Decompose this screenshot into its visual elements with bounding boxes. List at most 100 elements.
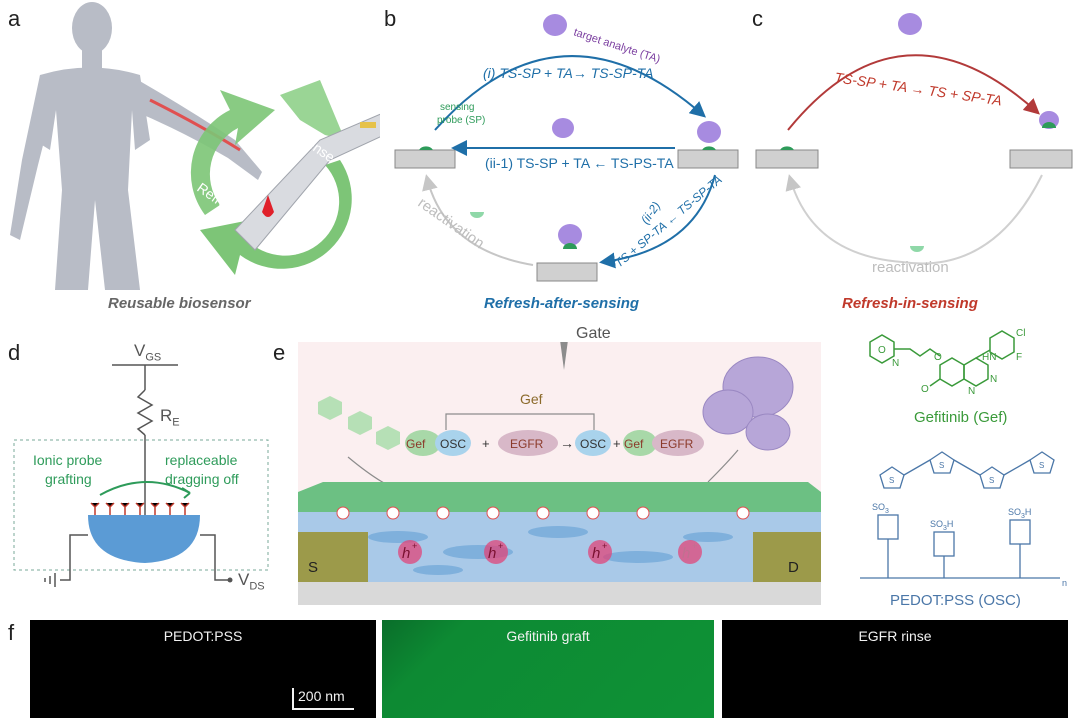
analyte-bound-right [697, 121, 721, 143]
reaction-i-label: (i) TS-SP + TA→ TS-SP-TA [483, 65, 653, 81]
probe-right [702, 146, 716, 150]
panel-e-device: Gef Gef OSC + EGFR → OSC + Gef EGFR S D … [298, 342, 821, 605]
drain-electrode [753, 532, 821, 582]
arrow-right-protein [707, 449, 739, 483]
quinazoline-n-1: N [990, 374, 997, 385]
panel-letter-d: d [8, 340, 21, 365]
grafting-label: grafting [45, 471, 92, 487]
egfr-label-2: EGFR [660, 437, 694, 451]
target-analyte-top [543, 14, 567, 36]
sensing-probe-label-2: probe (SP) [437, 115, 485, 126]
substrate-c-left [755, 149, 819, 169]
fluoro-label: F [1016, 352, 1022, 363]
ether-o: O [934, 352, 942, 363]
osc-label-1: OSC [440, 437, 466, 451]
thiophene-s-4: S [1039, 461, 1044, 470]
substrate-right [677, 149, 739, 169]
panel-letter-a: a [8, 6, 21, 31]
thiophene-s-3: S [989, 476, 994, 485]
micrograph-title-egfr: EGFR rinse [858, 628, 932, 644]
gefitinib-structure [869, 330, 1015, 387]
grafting-arrow [99, 481, 191, 496]
scalebar-tick [292, 688, 294, 708]
panel-b-diagram: target analyte (TA) sensing probe (SP) (… [394, 14, 739, 282]
osc-ellipse-1 [435, 430, 471, 456]
free-probe-reactivation [470, 212, 484, 218]
repeat-n: n [1062, 578, 1067, 588]
ionic-probe-label: Ionic probe [33, 452, 103, 468]
gef-label-2: Gef [624, 437, 644, 451]
micrograph-title-pedot: PEDOT:PSS [163, 628, 243, 644]
arrow-ii2 [599, 174, 716, 269]
vgs-label: VGS [134, 341, 162, 364]
plus-1: + [482, 436, 490, 451]
caption-refresh-after-sensing: Refresh-after-sensing [484, 295, 640, 312]
caption-refresh-in-sensing: Refresh-in-sensing [842, 295, 978, 312]
thiophene-s-2: S [939, 461, 944, 470]
blood-drop [262, 195, 274, 217]
panel-d-circuit [13, 364, 269, 587]
thiophene-s-1: S [889, 476, 894, 485]
hole-label-1: h [402, 545, 410, 562]
micrograph-egfr-rinse: EGFR rinse [722, 620, 1068, 718]
analyte-bottom [558, 224, 582, 246]
chemical-structures: O N O O HN Cl F N N Gefitinib (Gef) SO3 … [860, 328, 1067, 609]
substrate-e [298, 582, 821, 605]
substrate-left [394, 149, 456, 169]
gef-ellipse-1 [405, 430, 441, 456]
methoxy-o: O [921, 384, 929, 395]
re-label: RE [160, 406, 180, 429]
probe-c-left [780, 146, 794, 150]
substrate-bottom [536, 262, 598, 282]
free-probe-c [910, 246, 924, 252]
replaceable-label: replaceable [165, 452, 238, 468]
hole-label-3: h [592, 545, 600, 562]
hole-sup-2: + [498, 541, 503, 551]
substrate-c-right [1009, 149, 1073, 169]
graft-layer [298, 482, 821, 512]
pedot-label: PEDOT:PSS (OSC) [890, 592, 1021, 609]
arrow-reactivation [422, 174, 534, 266]
source-label: S [308, 559, 318, 576]
egfr-ellipse-1 [498, 430, 558, 456]
hole-sup-1: + [412, 541, 417, 551]
holes [398, 540, 702, 564]
panel-letter-b: b [384, 6, 397, 31]
reactivation-label-b: reactivation [415, 194, 488, 252]
analyte-released [552, 118, 574, 138]
egfr-ellipse-2 [652, 430, 704, 456]
channel-drop [88, 515, 200, 563]
aniline-hn: HN [982, 352, 996, 363]
reaction-bracket [445, 413, 595, 430]
gate-label: Gate [576, 325, 611, 342]
micrograph-gefitinib-graft: Gefitinib graft [382, 620, 714, 718]
analyte-c-top [898, 13, 922, 35]
sensor-strip [234, 113, 380, 251]
morpholine-o: O [878, 345, 886, 356]
morpholine-n: N [892, 358, 899, 369]
quinazoline-n-2: N [968, 386, 975, 397]
egfr-label-1: EGFR [510, 437, 544, 451]
osc-ellipse-2 [575, 430, 611, 456]
hole-label-2: h [488, 545, 496, 562]
reaction-ii2-label: TS + SP-TA ← TS-SP-TA [612, 172, 725, 270]
reaction-ii1-label: (ii-1) TS-SP + TA ← TS-PS-TA [485, 155, 674, 171]
probe-bottom-attached [563, 243, 577, 249]
reaction-c-label: TS-SP + TA → TS + SP-TA [834, 69, 1003, 108]
scalebar-line [292, 708, 354, 710]
chloro-label: Cl [1016, 328, 1025, 339]
drain-label: D [788, 559, 799, 576]
gef-top-label: Gef [520, 391, 543, 407]
dashed-device-box [13, 439, 269, 571]
caption-reusable-biosensor: Reusable biosensor [108, 295, 251, 312]
panel-letter-f: f [8, 620, 15, 645]
gef-label-1: Gef [406, 437, 426, 451]
plus-2: + [613, 436, 621, 451]
probe-c-right-attached [1042, 122, 1056, 128]
micrograph-title-gefitinib: Gefitinib graft [506, 628, 590, 644]
sensor-contact [360, 122, 376, 128]
osc-channel [298, 512, 821, 582]
panel-letter-c: c [752, 6, 763, 31]
gef-ellipse-2 [623, 430, 657, 456]
sensing-probe-label-1: sensing [440, 102, 474, 113]
